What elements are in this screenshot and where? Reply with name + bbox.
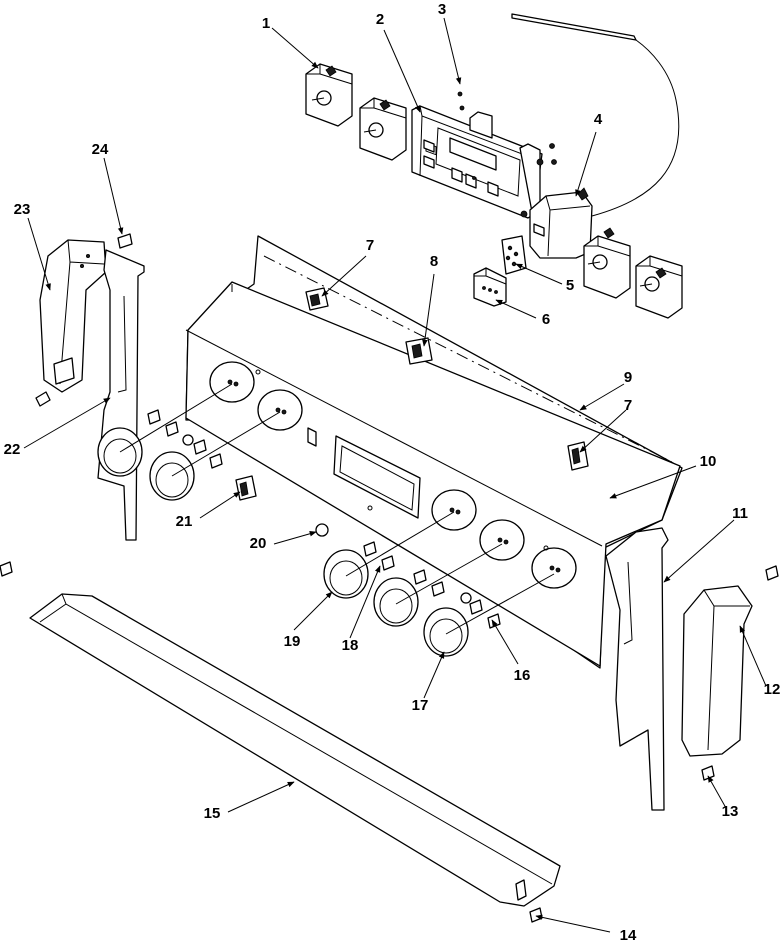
knob-17 (423, 607, 469, 657)
knob-18 (373, 577, 419, 627)
terminal-block-5 (501, 235, 527, 275)
screw-13 (701, 765, 715, 781)
leader-lines (23, 17, 767, 933)
callout-2: 2 (376, 11, 384, 28)
left-clip-screw (35, 391, 51, 407)
callout-15: 15 (204, 805, 221, 822)
thermostat-with-probe (511, 13, 680, 259)
callout-14: 14 (620, 927, 637, 944)
rocker-switch-21 (235, 475, 257, 501)
callout-20: 20 (250, 535, 267, 552)
switch-right-1 (583, 227, 631, 299)
rocker-switch-8 (405, 337, 433, 365)
control-panel (185, 235, 683, 669)
callout-19: 19 (284, 633, 301, 650)
lower-trim (29, 593, 561, 907)
callout-7b: 7 (624, 397, 632, 414)
callout-18: 18 (342, 637, 359, 654)
callout-24: 24 (92, 141, 109, 158)
callout-7a: 7 (366, 237, 374, 254)
left-end-cap (39, 239, 107, 393)
left-side-trim (97, 249, 145, 541)
callout-17: 17 (412, 697, 429, 714)
callout-5: 5 (566, 277, 574, 294)
clock-control-module (411, 91, 557, 219)
panel-reference-line (263, 255, 673, 463)
switch-top-second (359, 97, 407, 161)
callout-21: 21 (176, 513, 193, 530)
callout-9: 9 (624, 369, 632, 386)
screw-left-bottom (0, 561, 13, 577)
callout-13: 13 (722, 803, 739, 820)
callout-labels: 1 2 3 4 5 6 7 7 8 9 10 11 12 13 14 15 16… (4, 1, 781, 944)
callout-12: 12 (764, 681, 781, 698)
callout-8: 8 (430, 253, 438, 270)
right-end-cap (681, 585, 753, 757)
switch-top-left (305, 63, 353, 127)
callout-3: 3 (438, 1, 446, 18)
callout-23: 23 (14, 201, 31, 218)
callout-10: 10 (700, 453, 717, 470)
rocker-switch-lower (567, 441, 589, 471)
callout-1: 1 (262, 15, 270, 32)
switch-right-2 (635, 255, 683, 319)
bumper-20 (315, 523, 329, 537)
callout-4: 4 (594, 111, 603, 128)
terminal-block-6 (473, 267, 507, 307)
rocker-switch-upper (305, 287, 329, 311)
screw-right-top (765, 565, 779, 581)
callout-6: 6 (542, 311, 550, 328)
callout-11: 11 (732, 505, 748, 522)
knob-19 (323, 549, 369, 599)
callout-16: 16 (514, 667, 531, 684)
callout-22: 22 (4, 441, 21, 458)
screw-24 (117, 233, 133, 249)
right-side-trim (605, 527, 669, 811)
screw-14 (529, 907, 543, 923)
screws-left (147, 409, 223, 469)
